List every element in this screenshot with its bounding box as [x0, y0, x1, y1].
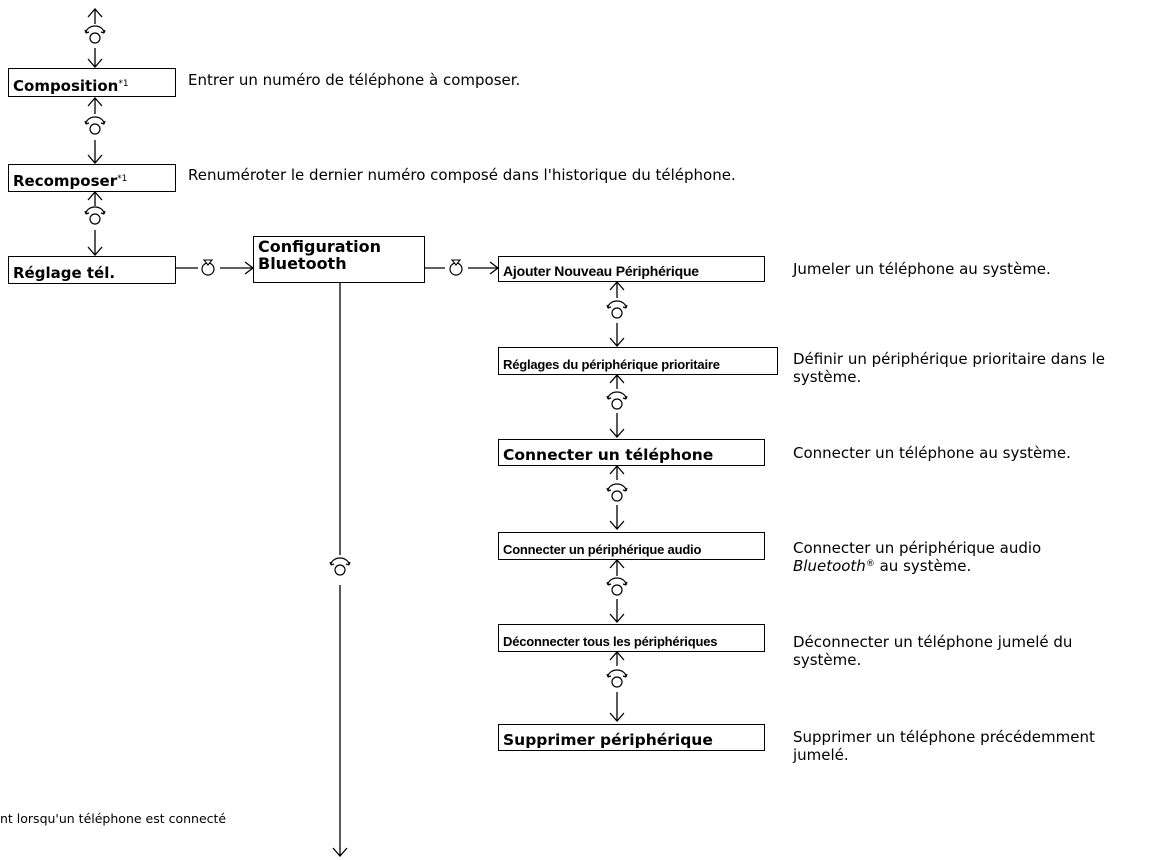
menu-item-reglage-tel[interactable]: Réglage tél. [8, 256, 176, 284]
knob-rotate-icon [606, 483, 628, 502]
arrow-up-icon [609, 281, 625, 298]
knob-press-icon [449, 259, 463, 276]
footnote-marker: *1 [117, 174, 128, 184]
menu-item-description: Renuméroter le dernier numéro composé da… [188, 166, 736, 184]
knob-rotate-icon [84, 116, 106, 135]
submenu-item-connecter-audio[interactable]: Connecter un périphérique audio [498, 532, 765, 560]
submenu-item-label: Connecter un périphérique audio [503, 542, 702, 557]
arrow-down-icon [609, 599, 625, 623]
submenu-item-description: Supprimer un téléphone précédemment jume… [793, 728, 1095, 764]
submenu-item-description: Connecter un téléphone au système. [793, 444, 1071, 462]
arrow-right-icon [220, 261, 255, 275]
arrow-down-icon [609, 413, 625, 438]
arrow-up-icon [609, 465, 625, 480]
knob-rotate-icon [606, 577, 628, 596]
arrow-up-icon [609, 374, 625, 389]
arrow-right-icon [468, 261, 500, 275]
menu-item-label: Recomposer [13, 172, 118, 190]
submenu-item-reglages-prioritaire[interactable]: Réglages du périphérique prioritaire [498, 347, 778, 375]
arrow-up-icon [609, 559, 625, 576]
menu-item-description: Entrer un numéro de téléphone à composer… [188, 71, 521, 89]
knob-rotate-icon [606, 669, 628, 688]
submenu-item-label: Connecter un téléphone [503, 446, 714, 464]
bluetooth-brand-text: Bluetooth [793, 557, 866, 575]
knob-rotate-icon [606, 391, 628, 410]
submenu-item-label: Déconnecter tous les périphériques [503, 634, 718, 649]
knob-rotate-icon [84, 25, 106, 44]
submenu-item-description: Connecter un périphérique audio Bluetoot… [793, 539, 1153, 575]
submenu-item-label: Réglages du périphérique prioritaire [503, 357, 720, 372]
menu-item-composition[interactable]: Composition*1 [8, 68, 176, 97]
menu-item-label-line1: Configuration [258, 237, 382, 256]
arrow-down-icon [87, 48, 103, 68]
arrow-up-icon [87, 8, 103, 24]
description-text: au système. [874, 557, 972, 575]
submenu-item-description: Jumeler un téléphone au système. [793, 260, 1051, 278]
knob-rotate-icon [84, 206, 106, 225]
description-text: Connecter un périphérique audio [793, 539, 1042, 557]
menu-item-label: Composition [13, 77, 119, 95]
arrow-down-icon [609, 323, 625, 347]
knob-rotate-icon [606, 300, 628, 319]
submenu-item-deconnecter-tous[interactable]: Déconnecter tous les périphériques [498, 624, 765, 652]
arrow-up-icon [87, 97, 103, 114]
submenu-item-label: Ajouter Nouveau Périphérique [503, 263, 699, 279]
arrow-down-icon [609, 505, 625, 530]
submenu-item-ajouter-nouveau-peripherique[interactable]: Ajouter Nouveau Périphérique [498, 256, 765, 282]
knob-press-icon [201, 259, 215, 276]
arrow-up-icon [609, 651, 625, 666]
submenu-item-connecter-telephone[interactable]: Connecter un téléphone [498, 439, 765, 466]
submenu-item-supprimer-peripherique[interactable]: Supprimer périphérique [498, 724, 765, 751]
footnote-marker: *1 [118, 79, 129, 89]
submenu-item-description: Déconnecter un téléphone jumelé du systè… [793, 633, 1073, 669]
registered-mark: ® [865, 559, 875, 569]
footnote-text: nt lorsqu'un téléphone est connecté [0, 811, 227, 826]
arrow-down-icon [87, 230, 103, 256]
arrow-down-icon [609, 692, 625, 722]
knob-rotate-icon [329, 557, 351, 576]
arrow-down-icon [87, 140, 103, 164]
menu-item-configuration-bluetooth[interactable]: Configuration Bluetooth [253, 236, 425, 283]
menu-item-recomposer[interactable]: Recomposer*1 [8, 164, 176, 192]
arrow-down-icon [332, 585, 348, 857]
submenu-item-description: Définir un périphérique prioritaire dans… [793, 350, 1105, 386]
arrow-up-icon [87, 191, 103, 206]
menu-item-label: Réglage tél. [13, 264, 116, 282]
submenu-item-label: Supprimer périphérique [503, 731, 713, 749]
menu-item-label-line2: Bluetooth [258, 254, 347, 273]
